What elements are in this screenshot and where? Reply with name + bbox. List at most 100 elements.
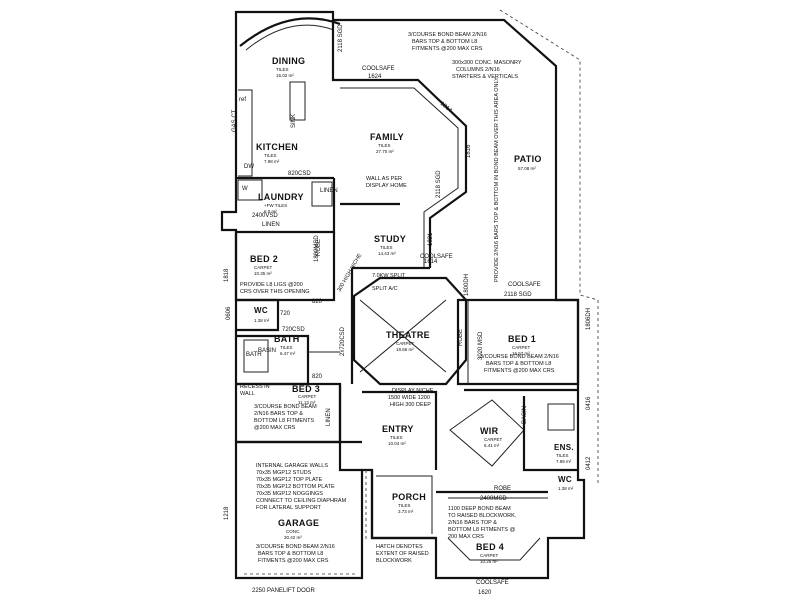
svg-text:TILES: TILES <box>390 435 403 440</box>
room-name: STUDY <box>374 234 406 244</box>
svg-text:70x35 MGP12 TOP PLATE: 70x35 MGP12 TOP PLATE <box>256 477 323 483</box>
svg-text:BLOCKWORK: BLOCKWORK <box>376 558 412 564</box>
svg-text:TILES: TILES <box>280 345 293 350</box>
room-bed1: BED 1 CARPET 16.57 m² <box>508 334 536 356</box>
svg-text:@200 MAX CRS: @200 MAX CRS <box>254 425 296 431</box>
svg-text:30.42 m²: 30.42 m² <box>284 535 302 540</box>
svg-text:STARTERS & VERTICALS: STARTERS & VERTICALS <box>452 74 518 80</box>
svg-text:BOTTOM L8 FITMENTS: BOTTOM L8 FITMENTS <box>254 418 314 424</box>
svg-text:3.73 m²: 3.73 m² <box>398 509 414 514</box>
room-dining: DINING TILES 15.02 m² <box>272 56 305 78</box>
floor-plan-walls <box>220 9 599 580</box>
svg-text:2118 SGD: 2118 SGD <box>504 292 532 298</box>
svg-text:3/COURSE BOND BEAM 2/N16: 3/COURSE BOND BEAM 2/N16 <box>256 544 335 550</box>
svg-text:COOLSAFE: COOLSAFE <box>508 282 541 288</box>
svg-text:820: 820 <box>312 374 323 380</box>
svg-text:27.70 m²: 27.70 m² <box>376 149 394 154</box>
svg-text:7.89 m²: 7.89 m² <box>556 459 572 464</box>
svg-text:TILES: TILES <box>264 153 277 158</box>
svg-text:FITMENTS @200 MAX CRS: FITMENTS @200 MAX CRS <box>412 46 483 52</box>
svg-text:ROBE: ROBE <box>316 239 322 256</box>
svg-text:LINEN: LINEN <box>326 408 332 426</box>
svg-text:1800MSD: 1800MSD <box>314 235 320 262</box>
svg-text:10.35 m²: 10.35 m² <box>254 271 272 276</box>
svg-text:LINEN: LINEN <box>320 188 338 194</box>
svg-text:57.08 m²: 57.08 m² <box>518 166 536 171</box>
svg-text:6.47 m²: 6.47 m² <box>280 351 296 356</box>
svg-text:CARPET: CARPET <box>396 341 415 346</box>
room-name: GARAGE <box>278 518 319 528</box>
svg-text:GAS CT: GAS CT <box>232 109 238 132</box>
svg-text:1821: 1821 <box>428 232 434 246</box>
room-laundry: LAUNDRY +FW TILES 6.0 m² <box>258 192 304 214</box>
svg-text:TILES: TILES <box>378 143 391 148</box>
room-name: WC <box>254 306 268 315</box>
svg-text:1614: 1614 <box>424 259 438 265</box>
svg-text:7.0KW SPLIT: 7.0KW SPLIT <box>372 273 406 279</box>
svg-text:10.26 m²: 10.26 m² <box>480 559 498 564</box>
room-theatre: THEATRE CARPET 18.66 m² <box>386 330 430 352</box>
svg-text:W: W <box>242 186 248 192</box>
svg-text:16.57 m²: 16.57 m² <box>512 351 530 356</box>
room-name: LAUNDRY <box>258 192 304 202</box>
room-name: WIR <box>480 426 499 436</box>
svg-text:720: 720 <box>280 311 291 317</box>
svg-text:COLUMNS 2/N16: COLUMNS 2/N16 <box>456 67 500 73</box>
svg-text:18.66 m²: 18.66 m² <box>396 347 414 352</box>
room-name: FAMILY <box>370 132 404 142</box>
svg-text:CONC.: CONC. <box>286 529 301 534</box>
svg-text:0606: 0606 <box>226 306 232 320</box>
svg-text:BARS TOP & BOTTOM L8: BARS TOP & BOTTOM L8 <box>486 361 551 367</box>
svg-text:6.0 m²: 6.0 m² <box>264 209 277 214</box>
svg-text:HIGH 300 DEEP: HIGH 300 DEEP <box>390 402 431 408</box>
svg-text:WALL AS PER: WALL AS PER <box>366 176 402 182</box>
svg-text:200 MAX CRS: 200 MAX CRS <box>448 534 484 540</box>
svg-text:0416: 0416 <box>586 396 592 410</box>
svg-text:TILES: TILES <box>276 67 289 72</box>
room-name: BED 1 <box>508 334 536 344</box>
svg-text:11.13 m²: 11.13 m² <box>298 400 316 405</box>
room-wc-2: WC 1.38 m² <box>558 475 574 491</box>
room-name: ENS. <box>554 443 574 452</box>
room-name: ENTRY <box>382 424 414 434</box>
svg-text:TILES: TILES <box>380 245 393 250</box>
svg-text:LINEN: LINEN <box>262 222 280 228</box>
svg-text:PROVIDE 2/N16 BARS TOP & BOTTO: PROVIDE 2/N16 BARS TOP & BOTTOM IN BOND … <box>494 77 500 282</box>
svg-text:BARS TOP & BOTTOM L8: BARS TOP & BOTTOM L8 <box>412 39 477 45</box>
svg-text:DW: DW <box>244 164 254 170</box>
room-kitchen: KITCHEN TILES 7.98 m² <box>256 142 298 164</box>
svg-text:1624: 1624 <box>368 74 382 80</box>
room-bath: BATH TILES 6.47 m² <box>274 334 300 356</box>
svg-text:COOLSAFE: COOLSAFE <box>420 254 453 260</box>
room-bed2: BED 2 CARPET 10.35 m² <box>250 254 278 276</box>
svg-text:820CSD: 820CSD <box>288 171 311 177</box>
svg-text:820: 820 <box>312 299 323 305</box>
svg-text:70x35 MGP12 BOTTOM PLATE: 70x35 MGP12 BOTTOM PLATE <box>256 484 335 490</box>
room-wir: WIR CARPET 6.41 m² <box>480 426 503 448</box>
svg-text:1.38 m²: 1.38 m² <box>558 486 574 491</box>
svg-text:CARPET: CARPET <box>512 345 531 350</box>
room-garage: GARAGE CONC. 30.42 m² <box>278 518 319 540</box>
svg-text:COOLSAFE: COOLSAFE <box>476 580 509 586</box>
svg-text:1806DH: 1806DH <box>586 308 592 330</box>
svg-text:70x35 MGP12 STUDS: 70x35 MGP12 STUDS <box>256 470 312 476</box>
svg-text:2400VSD: 2400VSD <box>252 213 278 219</box>
svg-text:300 HIGH NICHE: 300 HIGH NICHE <box>337 252 364 293</box>
room-family: FAMILY TILES 27.70 m² <box>370 132 404 154</box>
svg-text:CONNECT TO CEILING DIAPHRAM: CONNECT TO CEILING DIAPHRAM <box>256 498 347 504</box>
svg-text:10.04 m²: 10.04 m² <box>388 441 406 446</box>
svg-text:1218: 1218 <box>224 506 230 520</box>
room-bed4: BED 4 CARPET 10.26 m² <box>476 542 504 564</box>
svg-text:2118 SGD: 2118 SGD <box>436 170 442 198</box>
room-bed3: BED 3 CARPET 11.13 m² <box>292 384 320 405</box>
garage-door-label: 2250 PANELIFT DOOR <box>252 588 315 594</box>
opening-labels: 2118 SGD COOLSAFE 1624 820CSD 2400VSD 18… <box>224 24 592 596</box>
svg-text:FOR LATERAL SUPPORT: FOR LATERAL SUPPORT <box>256 505 322 511</box>
room-name: BATH <box>274 334 300 344</box>
room-name: PATIO <box>514 154 542 164</box>
room-name: DINING <box>272 56 305 66</box>
svg-text:3/COURSE BOND BEAM 2/N16: 3/COURSE BOND BEAM 2/N16 <box>480 354 559 360</box>
svg-text:15.02 m²: 15.02 m² <box>276 73 294 78</box>
svg-text:WALL: WALL <box>240 391 255 397</box>
